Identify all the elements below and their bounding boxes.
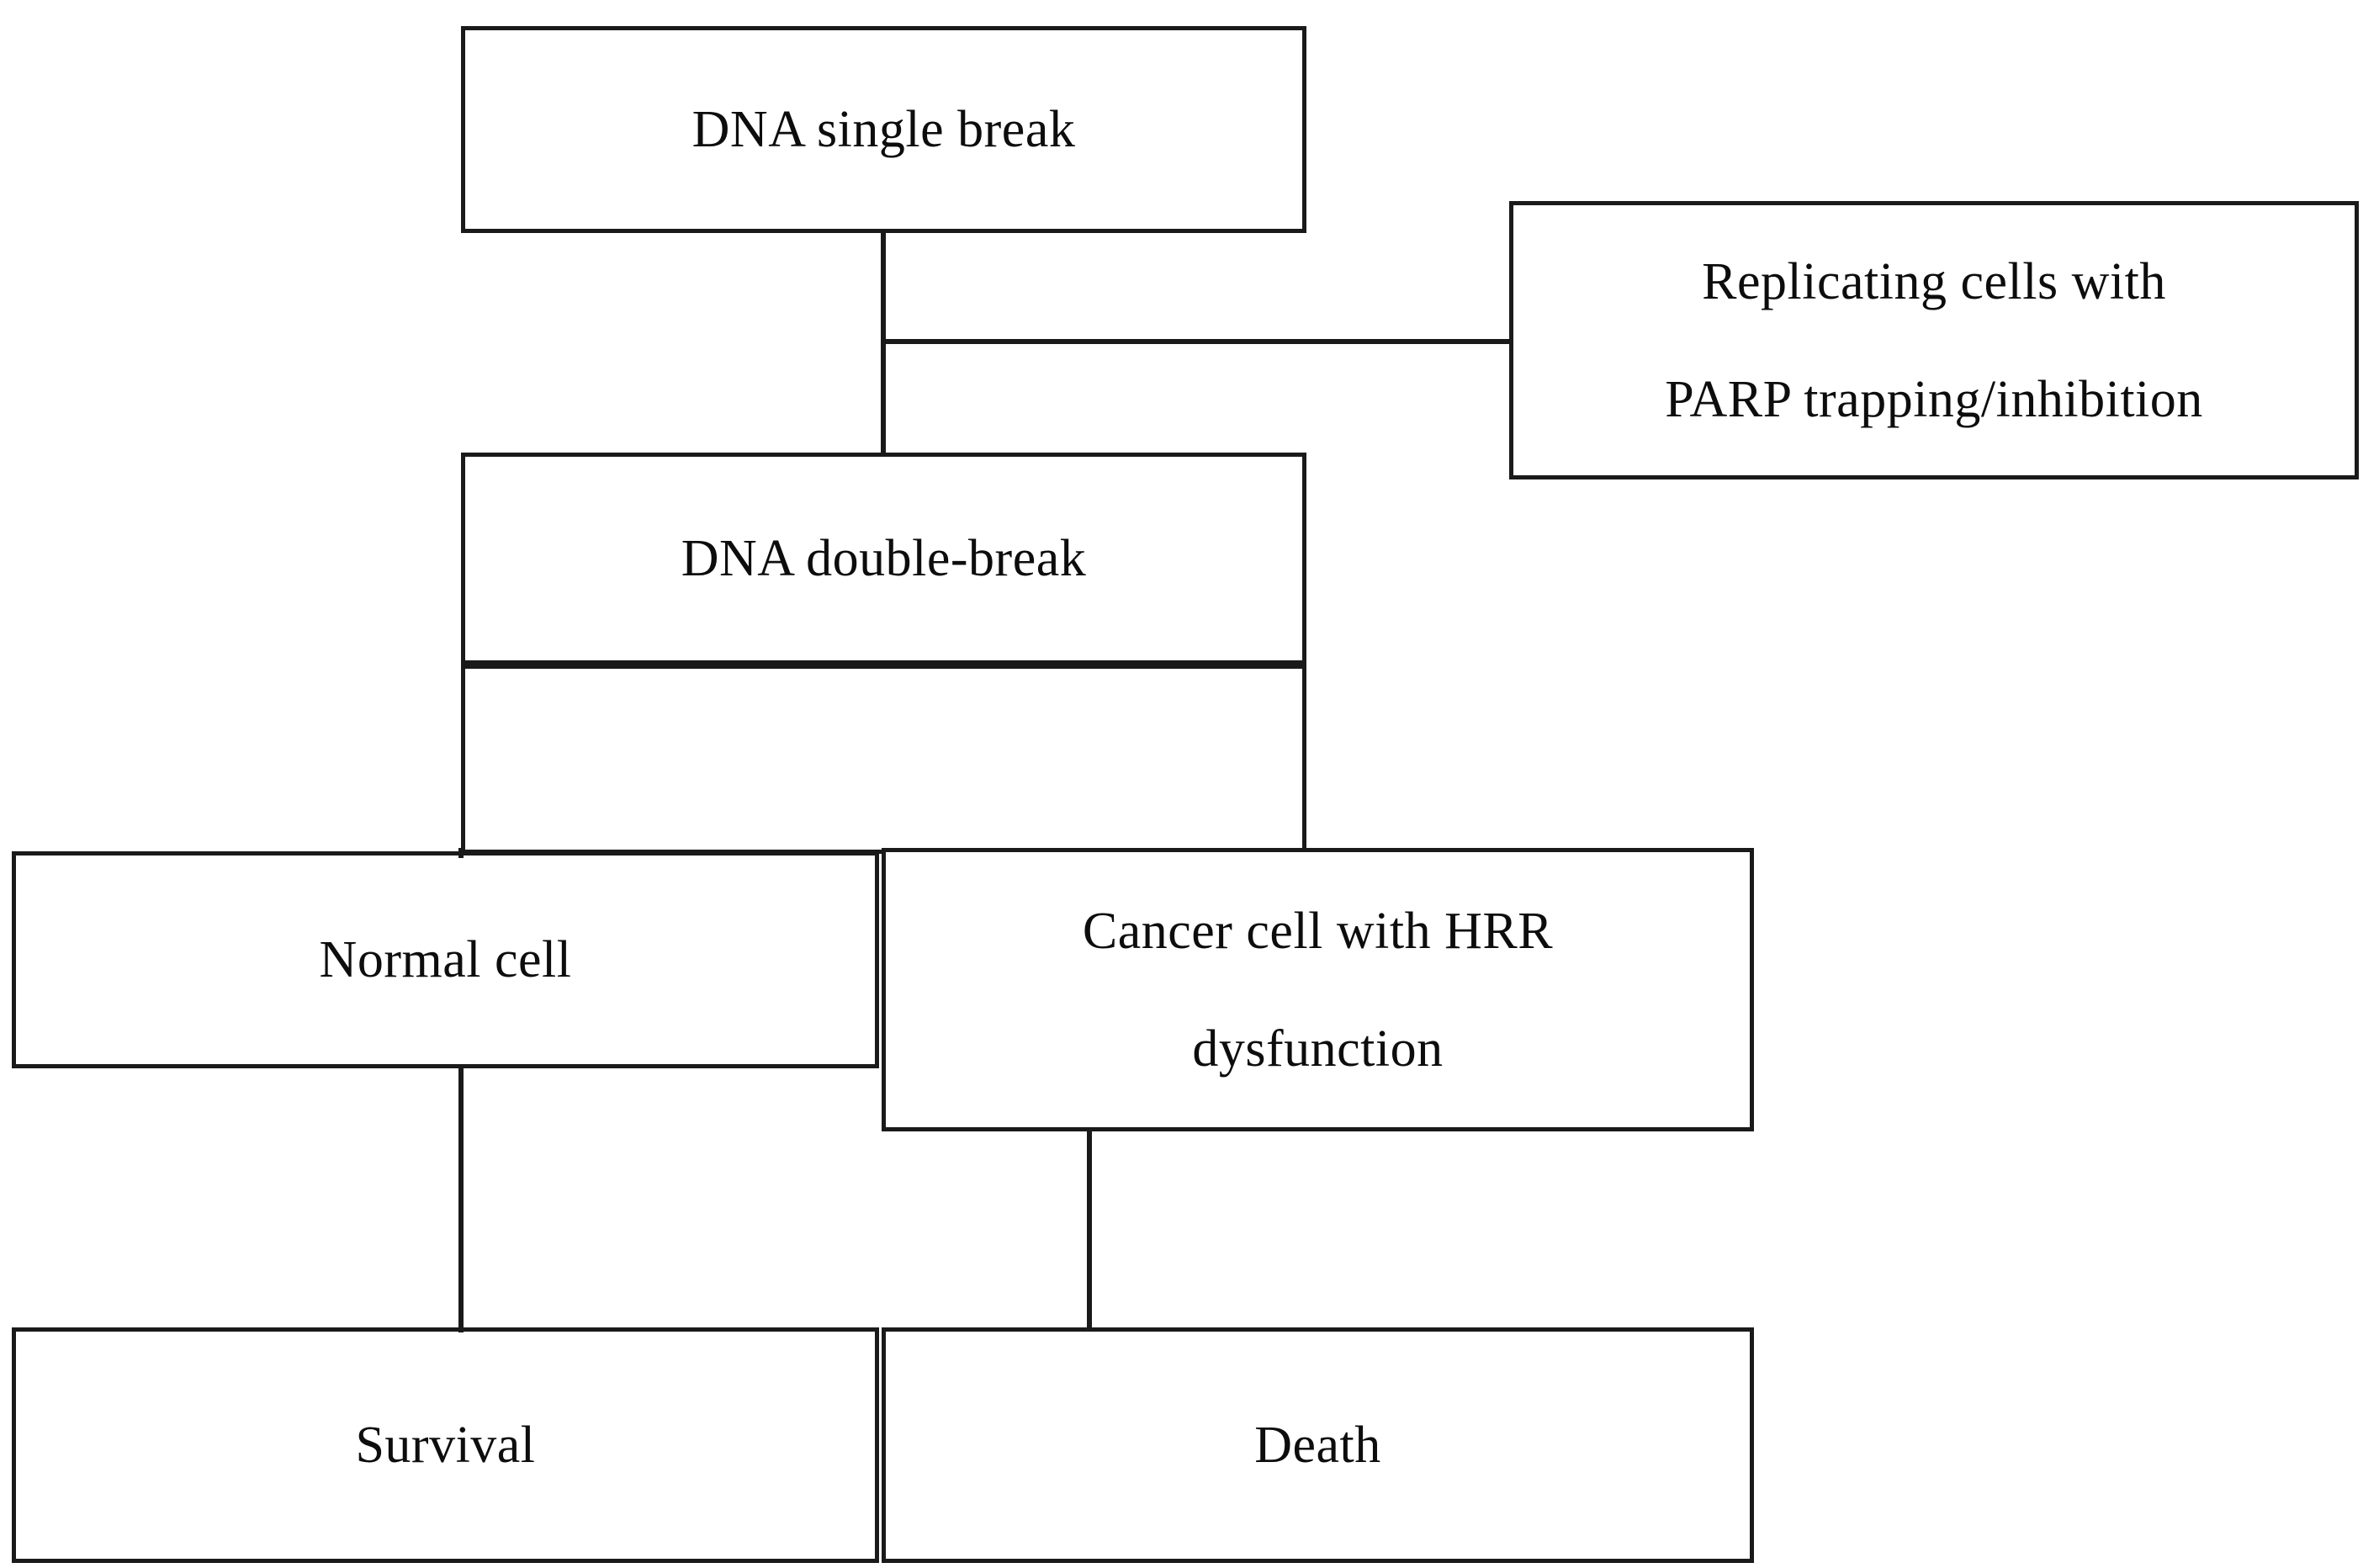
node-replicating-cells-parp[interactable]: Replicating cells with PARP trapping/inh… bbox=[1509, 201, 2359, 479]
node-cancer-cell-hrr-label-line2: dysfunction bbox=[1192, 1020, 1444, 1078]
node-dna-single-break[interactable]: DNA single break bbox=[461, 26, 1306, 233]
edge-normal-to-survival bbox=[458, 1065, 464, 1332]
node-cancer-cell-hrr-label-line1: Cancer cell with HRR bbox=[1082, 902, 1554, 960]
node-dna-double-break-label: DNA double-break bbox=[681, 530, 1087, 587]
node-normal-cell[interactable]: Normal cell bbox=[12, 851, 879, 1068]
edge-double-to-normal bbox=[458, 848, 464, 858]
edge-cancer-to-death bbox=[1087, 1127, 1092, 1332]
node-replicating-cells-parp-label-line2: PARP trapping/inhibition bbox=[1665, 370, 2203, 428]
node-normal-cell-label: Normal cell bbox=[319, 931, 572, 988]
node-death-label: Death bbox=[1254, 1417, 1381, 1474]
node-death[interactable]: Death bbox=[882, 1327, 1754, 1563]
node-survival[interactable]: Survival bbox=[12, 1327, 879, 1563]
node-dna-double-break[interactable]: DNA double-break bbox=[461, 453, 1306, 665]
branch-bridge-rectangle bbox=[461, 665, 1306, 854]
edge-single-to-replicating bbox=[881, 339, 1513, 344]
node-survival-label: Survival bbox=[355, 1417, 536, 1474]
node-dna-single-break-label: DNA single break bbox=[691, 101, 1076, 158]
node-cancer-cell-hrr[interactable]: Cancer cell with HRR dysfunction bbox=[882, 848, 1754, 1131]
node-replicating-cells-parp-label-line1: Replicating cells with bbox=[1702, 252, 2166, 310]
